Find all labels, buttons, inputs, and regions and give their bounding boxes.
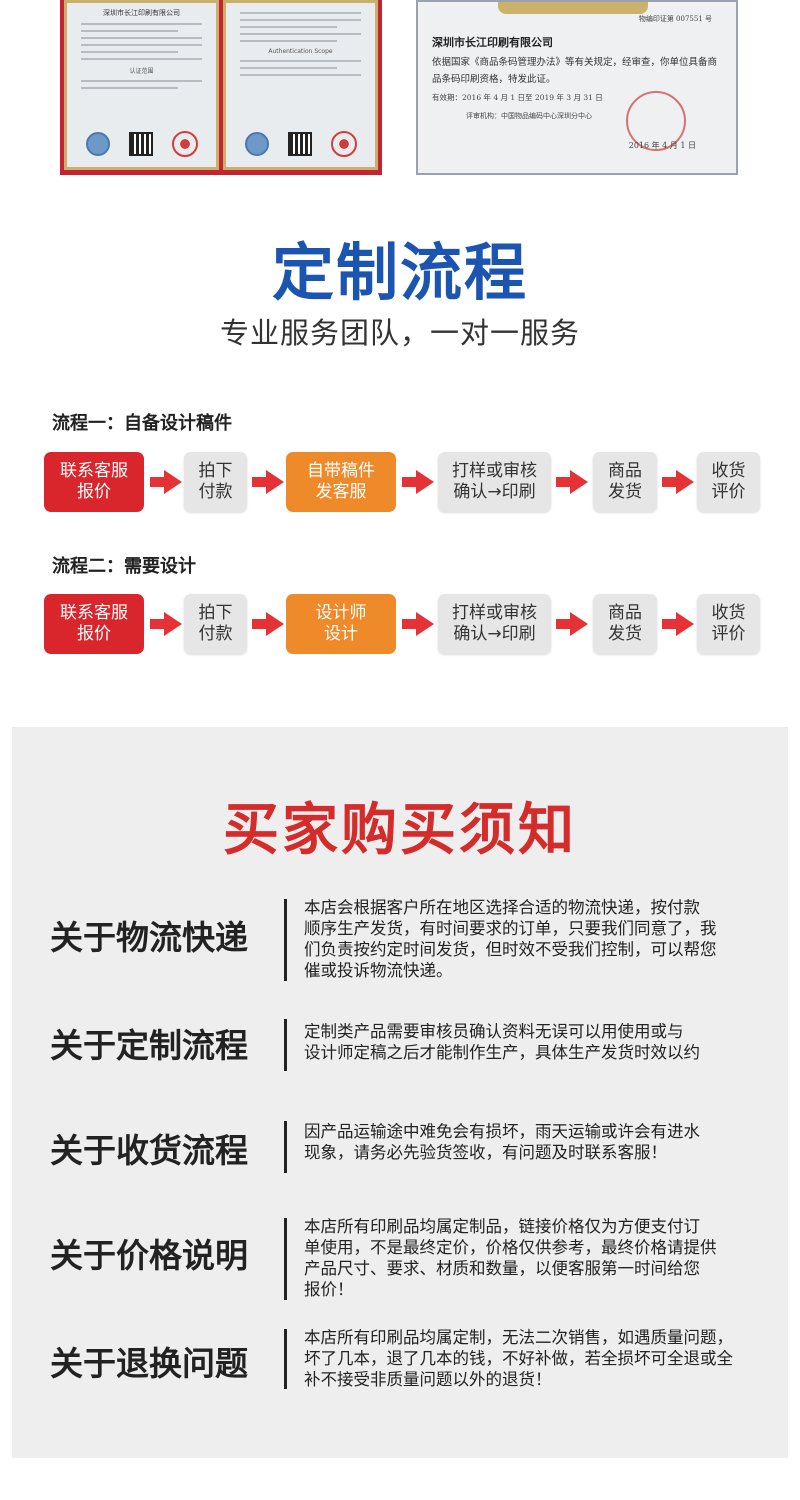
- step-ship: 商品发货: [593, 452, 657, 512]
- arrow-right-icon: [402, 470, 434, 494]
- arrow-right-icon: [556, 612, 588, 636]
- step-ship: 商品发货: [593, 594, 657, 654]
- step-proof-print: 打样或审核确认→印刷: [438, 594, 551, 654]
- notice-body: 定制类产品需要审核员确认资料无误可以用使用或与设计师定稿之后才能制作生产，具体生…: [304, 1022, 700, 1062]
- flow-two-steps: 联系客服报价 拍下付款 设计师设计 打样或审核确认→印刷 商品发货 收货评价: [44, 594, 764, 654]
- notice-body: 本店所有印刷品均属定制，无法二次销售，如遇质量问题，坏了几本，退了几本的钱，不好…: [304, 1328, 733, 1389]
- notice-body: 本店会根据客户所在地区选择合适的物流快递，按付款顺序生产发货，有时间要求的订单，…: [304, 898, 717, 980]
- notice-body: 因产品运输途中难免会有损坏，雨天运输或许会有进水现象，请务必先验货签收，有问题及…: [304, 1122, 700, 1162]
- arrow-right-icon: [556, 470, 588, 494]
- arrow-right-icon: [150, 470, 182, 494]
- notice-body: 本店所有印刷品均属定制品，链接价格仅为方便支付订单使用，不是最终定价，价格仅供参…: [304, 1217, 717, 1299]
- qr-code-icon: [128, 132, 153, 156]
- certificate-images: 深圳市长江印刷有限公司 认证范围 Authentication Scope 物编…: [0, 0, 800, 180]
- certificate-text: 依据国家《商品条码管理办法》等有关规定，经审查，你单位具备商品条码印刷资格，特发…: [432, 57, 718, 85]
- arrow-right-icon: [252, 470, 284, 494]
- quality-certificate: 深圳市长江印刷有限公司 认证范围 Authentication Scope: [60, 0, 382, 175]
- step-order-pay: 拍下付款: [184, 594, 247, 654]
- certificate-panel-english: Authentication Scope: [223, 0, 378, 170]
- certificate-header-banner: [498, 2, 648, 14]
- certificate-holder: 深圳市长江印刷有限公司: [432, 36, 553, 49]
- certificate-company: 深圳市长江印刷有限公司: [103, 9, 180, 17]
- certificate-issue-date: 2016 年 4 月 1 日: [628, 141, 696, 150]
- arrow-right-icon: [150, 612, 182, 636]
- step-contact-service: 联系客服报价: [44, 452, 144, 512]
- step-contact-service: 联系客服报价: [44, 594, 144, 654]
- seal-stamp-icon: [171, 131, 198, 157]
- notice-heading: 关于收货流程: [50, 1131, 248, 1170]
- step-review: 收货评价: [697, 594, 760, 654]
- certificate-org: 评审机构：中国物品编码中心深圳分中心: [466, 112, 592, 120]
- sicc-logo-icon: [244, 132, 269, 156]
- barcode-printing-certificate: 物编印证第 007551 号 深圳市长江印刷有限公司 依据国家《商品条码管理办法…: [416, 0, 738, 175]
- step-designer: 设计师设计: [286, 594, 396, 654]
- process-subtitle: 专业服务团队，一对一服务: [219, 316, 580, 350]
- notice-heading: 关于退换问题: [50, 1344, 248, 1383]
- certificate-validity: 有效期：2016 年 4 月 1 日至 2019 年 3 月 31 日: [432, 93, 603, 102]
- certificate-number: 物编印证第 007551 号: [638, 15, 712, 23]
- notice-heading: 关于物流快递: [50, 918, 248, 957]
- arrow-right-icon: [252, 612, 284, 636]
- official-seal-icon: [626, 91, 686, 151]
- certificate-scope-label-en: Authentication Scope: [268, 48, 333, 55]
- sicc-logo-icon: [85, 132, 110, 156]
- seal-stamp-icon: [330, 131, 357, 157]
- certificate-panel-chinese: 深圳市长江印刷有限公司 认证范围: [64, 0, 219, 170]
- step-order-pay: 拍下付款: [184, 452, 247, 512]
- flow-two-label: 流程二：需要设计: [52, 556, 196, 577]
- step-review: 收货评价: [697, 452, 760, 512]
- notice-heading: 关于定制流程: [50, 1026, 248, 1065]
- certificate-scope-label: 认证范围: [129, 68, 154, 75]
- qr-code-icon: [287, 132, 312, 156]
- step-proof-print: 打样或审核确认→印刷: [438, 452, 551, 512]
- arrow-right-icon: [402, 612, 434, 636]
- flow-one-label: 流程一：自备设计稿件: [52, 413, 232, 434]
- arrow-right-icon: [662, 470, 694, 494]
- notice-heading: 关于价格说明: [50, 1236, 248, 1275]
- arrow-right-icon: [662, 612, 694, 636]
- step-send-artwork: 自带稿件发客服: [286, 452, 396, 512]
- process-title: 定制流程: [271, 236, 528, 309]
- flow-one-steps: 联系客服报价 拍下付款 自带稿件发客服 打样或审核确认→印刷 商品发货 收货评价: [44, 452, 764, 512]
- buyer-notice-panel: 买家购买须知 关于物流快递 本店会根据客户所在地区选择合适的物流快递，按付款顺序…: [12, 727, 788, 1458]
- notice-title: 买家购买须知: [223, 798, 577, 863]
